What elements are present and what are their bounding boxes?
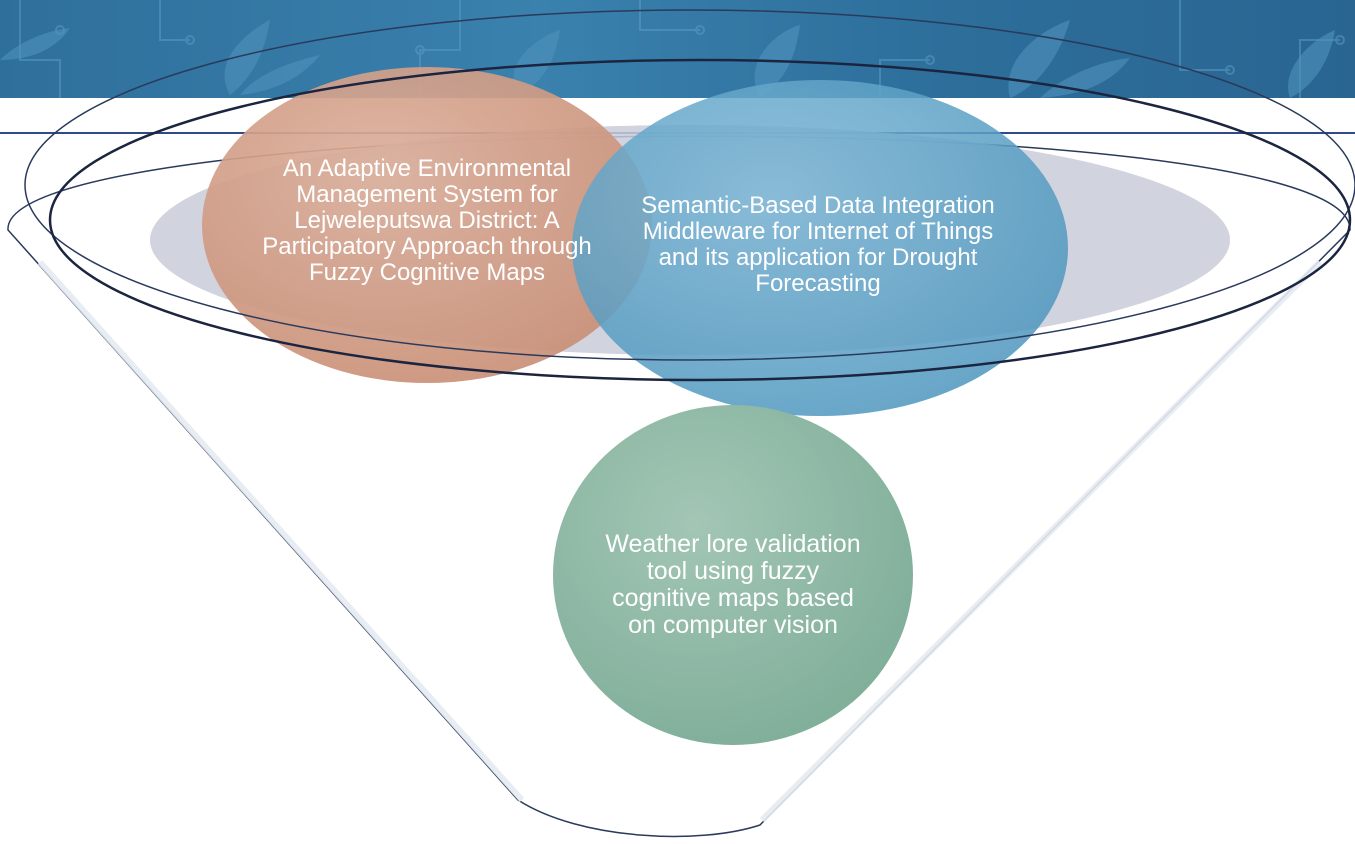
funnel-inner-edge (37, 259, 1323, 823)
bubble-label-1: An Adaptive Environmental Management Sys… (262, 155, 592, 286)
bubble-label-3: Weather lore validation tool using fuzzy… (605, 530, 861, 639)
funnel-rim-inner (48, 58, 1352, 382)
bubble-text-weather-lore: Weather lore validation tool using fuzzy… (598, 470, 868, 700)
bubble-text-semantic-middleware: Semantic-Based Data Integration Middlewa… (628, 160, 1008, 330)
bubble-text-environmental-management: An Adaptive Environmental Management Sys… (262, 115, 592, 327)
bubble-blue (572, 80, 1068, 416)
bubble-orange (202, 67, 652, 383)
bubble-green (553, 405, 913, 745)
funnel-rim-outer (24, 9, 1355, 361)
bubble-label-2: Semantic-Based Data Integration Middlewa… (641, 192, 995, 297)
